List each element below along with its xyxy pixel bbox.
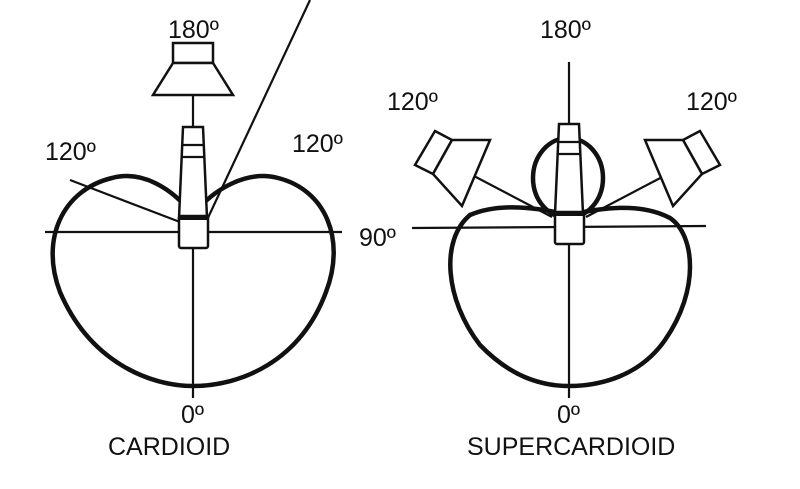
supercardioid-label-120-right: 120º xyxy=(686,88,737,116)
cardioid-120-right-line xyxy=(205,0,311,223)
supercardioid-diagram: 180º 120º 120º 90º 0º SUPERCARDIOID xyxy=(359,16,737,461)
supercardioid-label-0: 0º xyxy=(557,401,580,429)
supercardioid-speaker-right-icon xyxy=(643,129,722,209)
supercardioid-main-lobe xyxy=(448,205,693,389)
cardioid-120-left-line xyxy=(69,178,181,224)
supercardioid-label-180: 180º xyxy=(540,16,591,44)
cardioid-title: CARDIOID xyxy=(108,433,230,461)
cardioid-polar-curve xyxy=(50,173,336,389)
cardioid-speaker-icon xyxy=(150,41,236,97)
cardioid-microphone-icon xyxy=(177,125,210,250)
supercardioid-speaker-left-icon xyxy=(413,129,492,209)
supercardioid-120-left-line xyxy=(471,174,553,218)
cardioid-label-120-left: 120º xyxy=(45,138,96,166)
cardioid-label-180: 180º xyxy=(168,16,219,44)
cardioid-label-0: 0º xyxy=(181,401,204,429)
supercardioid-label-120-left: 120º xyxy=(387,88,438,116)
supercardioid-label-90: 90º xyxy=(359,224,396,252)
cardioid-label-120-right: 120º xyxy=(292,130,343,158)
supercardioid-120-right-line xyxy=(585,174,667,218)
supercardioid-title: SUPERCARDIOID xyxy=(467,433,675,461)
supercardioid-microphone-icon xyxy=(553,122,586,246)
cardioid-diagram: 180º 120º 120º 0º CARDIOID xyxy=(45,0,343,461)
